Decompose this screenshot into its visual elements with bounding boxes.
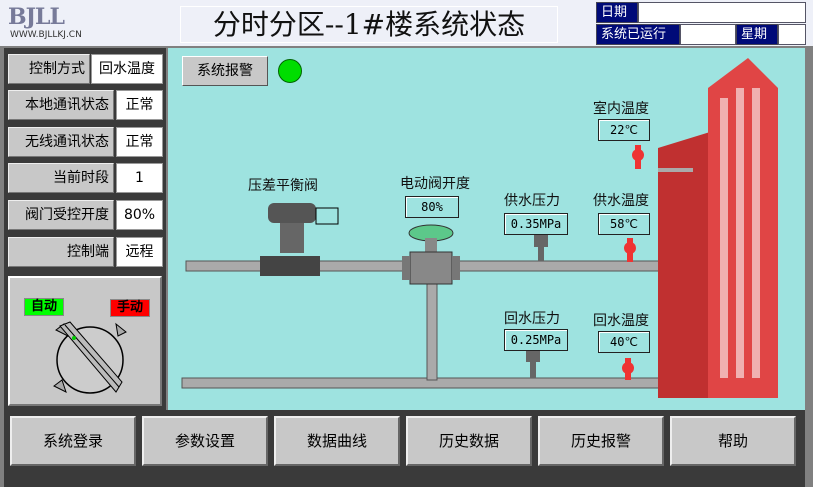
return-temp-label: 回水温度: [593, 313, 649, 329]
row-local-comm: 本地通讯状态 正常: [8, 90, 163, 122]
thermometer-icon: [622, 358, 634, 380]
return-pressure-label: 回水压力: [504, 311, 560, 327]
row-label: 无线通讯状态: [8, 127, 114, 157]
weekday-value: [778, 24, 806, 45]
date-value: [638, 2, 806, 23]
runtime-value: [680, 24, 736, 45]
system-alarm-button[interactable]: 系统报警: [182, 56, 268, 86]
alarm-status-light: [278, 59, 302, 83]
row-value: 远程: [116, 237, 163, 267]
row-current-period: 当前时段 1: [8, 163, 163, 195]
electric-valve-label: 电动阀开度: [400, 176, 470, 192]
page-title: 分时分区--1#楼系统状态: [180, 6, 558, 43]
parameter-settings-button[interactable]: 参数设置: [142, 416, 268, 466]
electric-valve-icon: [402, 224, 460, 285]
thermometer-icon: [632, 145, 644, 169]
bottom-toolbar: 系统登录 参数设置 数据曲线 历史数据 历史报警 帮助: [4, 410, 805, 487]
pressure-gauge-icon: [534, 235, 548, 261]
help-button[interactable]: 帮助: [670, 416, 796, 466]
auto-indicator: 自动: [24, 298, 64, 316]
indoor-temp-value: 22℃: [598, 119, 650, 141]
pressure-gauge-icon: [526, 350, 540, 378]
supply-temp-value: 58℃: [598, 213, 650, 235]
manual-indicator: 手动: [110, 299, 150, 317]
row-label: 本地通讯状态: [8, 90, 114, 120]
row-label: 控制方式: [8, 54, 90, 84]
logo-url: WWW.BJLLKJ.CN: [10, 30, 82, 40]
system-login-button[interactable]: 系统登录: [10, 416, 136, 466]
status-panel: 控制方式 回水温度 本地通讯状态 正常 无线通讯状态 正常 当前时段 1 阀门受…: [4, 48, 166, 410]
row-wireless-comm: 无线通讯状态 正常: [8, 127, 163, 159]
history-alarm-button[interactable]: 历史报警: [538, 416, 664, 466]
electric-valve-value: 80%: [405, 196, 459, 218]
return-temp-value: 40℃: [598, 331, 650, 353]
mode-switch-panel: 自动 手动: [8, 276, 162, 406]
date-label: 日期: [596, 2, 638, 23]
row-label: 阀门受控开度: [8, 200, 114, 230]
indoor-temp-label: 室内温度: [593, 101, 649, 117]
row-value: 80%: [116, 200, 163, 230]
thermometer-icon: [624, 238, 636, 262]
row-control-end: 控制端 远程: [8, 237, 163, 269]
row-valve-opening: 阀门受控开度 80%: [8, 200, 163, 232]
balance-valve-icon: [260, 203, 339, 276]
runtime-label: 系统已运行: [596, 24, 680, 45]
row-value: 回水温度: [91, 54, 163, 84]
row-label: 当前时段: [8, 163, 114, 193]
bypass-pipe: [426, 277, 438, 381]
return-pressure-value: 0.25MPa: [504, 329, 568, 351]
system-diagram: 系统报警 压差平衡阀 电动阀开度 80% 供水压力 0.35MPa 供水温度 5…: [168, 48, 805, 410]
history-data-button[interactable]: 历史数据: [406, 416, 532, 466]
piping-diagram: [181, 58, 778, 398]
logo: BJLL: [8, 4, 65, 30]
row-label: 控制端: [8, 237, 114, 267]
row-value: 正常: [116, 127, 163, 157]
data-curve-button[interactable]: 数据曲线: [274, 416, 400, 466]
building-icon: [658, 58, 778, 398]
balance-valve-label: 压差平衡阀: [248, 178, 318, 194]
supply-pressure-label: 供水压力: [504, 193, 560, 209]
row-control-mode: 控制方式 回水温度: [8, 54, 163, 86]
header: BJLL WWW.BJLLKJ.CN 分时分区--1#楼系统状态 日期 系统已运…: [0, 0, 813, 46]
weekday-label: 星期: [736, 24, 778, 45]
supply-temp-label: 供水温度: [593, 193, 649, 209]
row-value: 正常: [116, 90, 163, 120]
rotary-switch-icon[interactable]: [50, 320, 130, 400]
supply-pressure-value: 0.35MPa: [504, 213, 568, 235]
row-value: 1: [116, 163, 163, 193]
